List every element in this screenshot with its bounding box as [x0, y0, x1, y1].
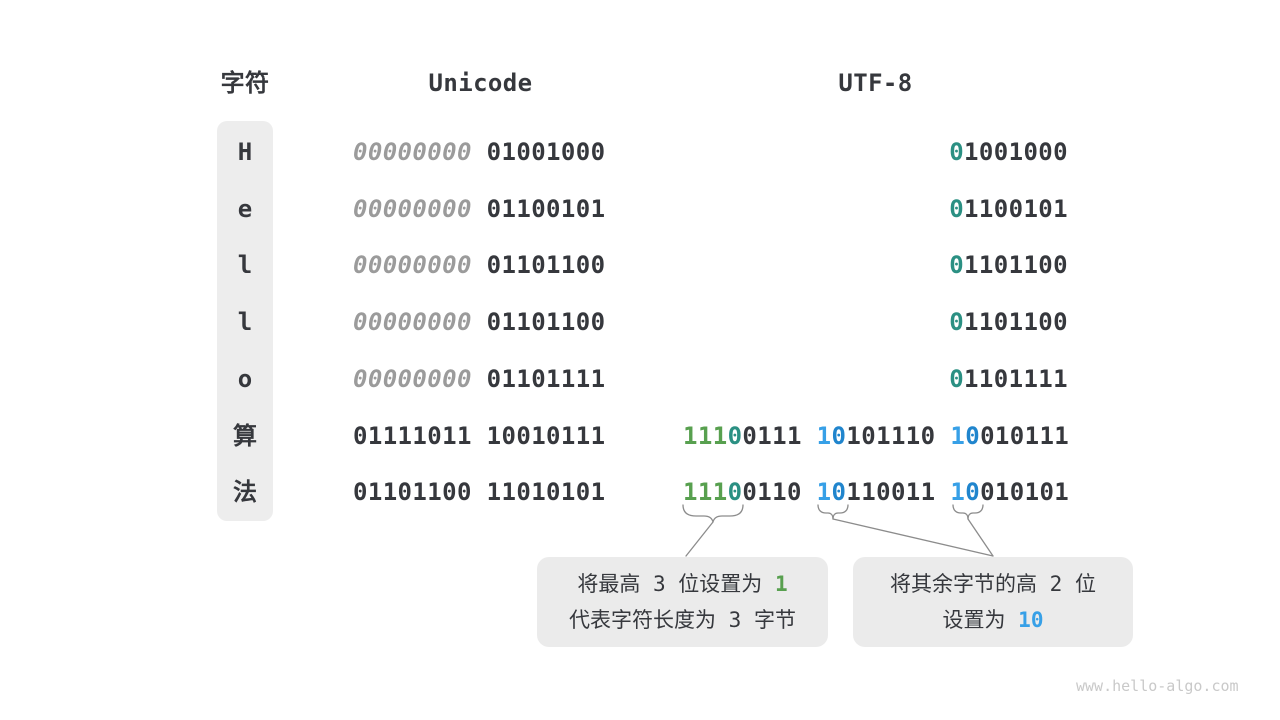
text-segment: 01100101 — [471, 195, 606, 223]
text-segment: 00000000 — [353, 251, 472, 279]
utf8-binary-cell: 01100101 — [683, 194, 1068, 224]
text-segment: 010111 — [980, 422, 1070, 450]
callout-text-line: 将最高 3 位设置为 1 — [577, 566, 787, 602]
utf8-binary-cell: 11100110 10110011 10010101 — [683, 477, 1070, 507]
unicode-binary-cell: 00000000 01101111 — [353, 364, 608, 394]
text-segment: 1 — [950, 422, 966, 450]
unicode-binary-cell: 00000000 01101100 — [353, 250, 608, 280]
text-segment: 代表字符长度为 3 字节 — [569, 608, 796, 632]
text-segment: 1101111 — [964, 365, 1068, 393]
text-segment: 10 — [1018, 608, 1044, 632]
underbrace-continuation-2-icon — [952, 504, 984, 520]
utf8-binary-cell: 01001000 — [683, 137, 1068, 167]
text-segment: 111 — [683, 478, 728, 506]
character-column-panel — [217, 121, 273, 521]
character-cell: 法 — [233, 478, 257, 506]
text-segment: 01101100 — [471, 251, 606, 279]
text-segment: 0 — [949, 251, 965, 279]
text-segment: 1001000 — [964, 138, 1068, 166]
text-segment: 将最高 3 位设置为 — [577, 572, 775, 596]
connector-line-continuation-2 — [967, 518, 994, 557]
underbrace-continuation-1-icon — [817, 504, 849, 520]
callout-box-continuation-byte: 将其余字节的高 2 位设置为 10 — [853, 557, 1133, 647]
column-header-utf8: UTF-8 — [838, 69, 913, 97]
text-segment: 0 — [831, 422, 847, 450]
text-segment: 1 — [816, 422, 832, 450]
utf8-binary-cell: 11100111 10101110 10010111 — [683, 421, 1070, 451]
connector-line-continuation-1 — [832, 518, 994, 557]
text-segment: 0 — [831, 478, 847, 506]
unicode-binary-cell: 01111011 10010111 — [353, 421, 608, 451]
text-segment: 0110 — [742, 478, 817, 506]
text-segment: 01101100 11010101 — [353, 478, 606, 506]
text-segment: 01111011 10010111 — [353, 422, 606, 450]
text-segment: 00000000 — [353, 308, 472, 336]
text-segment: 010101 — [980, 478, 1070, 506]
text-segment: 1 — [774, 572, 788, 596]
character-cell: o — [237, 365, 253, 393]
utf8-binary-cell: 01101111 — [683, 364, 1068, 394]
text-segment: 0 — [727, 478, 743, 506]
text-segment: 0 — [949, 195, 965, 223]
text-segment: 00000000 — [353, 138, 472, 166]
text-segment: 1 — [816, 478, 832, 506]
text-segment: 0 — [949, 365, 965, 393]
unicode-binary-cell: 01101100 11010101 — [353, 477, 608, 507]
text-segment: 01001000 — [471, 138, 606, 166]
text-segment: 0 — [727, 422, 743, 450]
text-segment: 1101100 — [964, 308, 1068, 336]
column-header-unicode: Unicode — [428, 69, 533, 97]
callout-text-line: 将其余字节的高 2 位 — [890, 566, 1096, 602]
unicode-binary-cell: 00000000 01100101 — [353, 194, 608, 224]
text-segment: 0111 — [742, 422, 817, 450]
unicode-binary-cell: 00000000 01101100 — [353, 307, 608, 337]
text-segment: 101110 — [846, 422, 951, 450]
text-segment: 0 — [949, 308, 965, 336]
callout-text-line: 代表字符长度为 3 字节 — [569, 602, 796, 638]
unicode-binary-cell: 00000000 01001000 — [353, 137, 608, 167]
callout-box-leading-byte: 将最高 3 位设置为 1 代表字符长度为 3 字节 — [537, 557, 828, 647]
connector-line-leading — [685, 521, 714, 557]
utf8-binary-cell: 01101100 — [683, 307, 1068, 337]
text-segment: 将其余字节的高 2 位 — [890, 572, 1096, 596]
text-segment: 01101100 — [471, 308, 606, 336]
watermark: www.hello-algo.com — [1076, 677, 1239, 695]
text-segment: 110011 — [846, 478, 951, 506]
text-segment: 111 — [683, 422, 728, 450]
character-cell: e — [237, 195, 253, 223]
text-segment: 00000000 — [353, 365, 472, 393]
callout-text-line: 设置为 10 — [943, 602, 1044, 638]
column-header-character: 字符 — [220, 69, 270, 97]
text-segment: 0 — [965, 478, 981, 506]
text-segment: 设置为 — [942, 608, 1019, 632]
text-segment: 1100101 — [964, 195, 1068, 223]
text-segment: 0 — [965, 422, 981, 450]
text-segment: 00000000 — [353, 195, 472, 223]
text-segment: 0 — [949, 138, 965, 166]
text-segment: 1101100 — [964, 251, 1068, 279]
underbrace-leading-bits-icon — [682, 504, 744, 523]
character-cell: H — [237, 138, 253, 166]
text-segment: 01101111 — [471, 365, 606, 393]
character-cell: 算 — [233, 422, 257, 450]
text-segment: 1 — [950, 478, 966, 506]
character-cell: l — [237, 308, 253, 336]
utf8-binary-cell: 01101100 — [683, 250, 1068, 280]
character-cell: l — [237, 251, 253, 279]
